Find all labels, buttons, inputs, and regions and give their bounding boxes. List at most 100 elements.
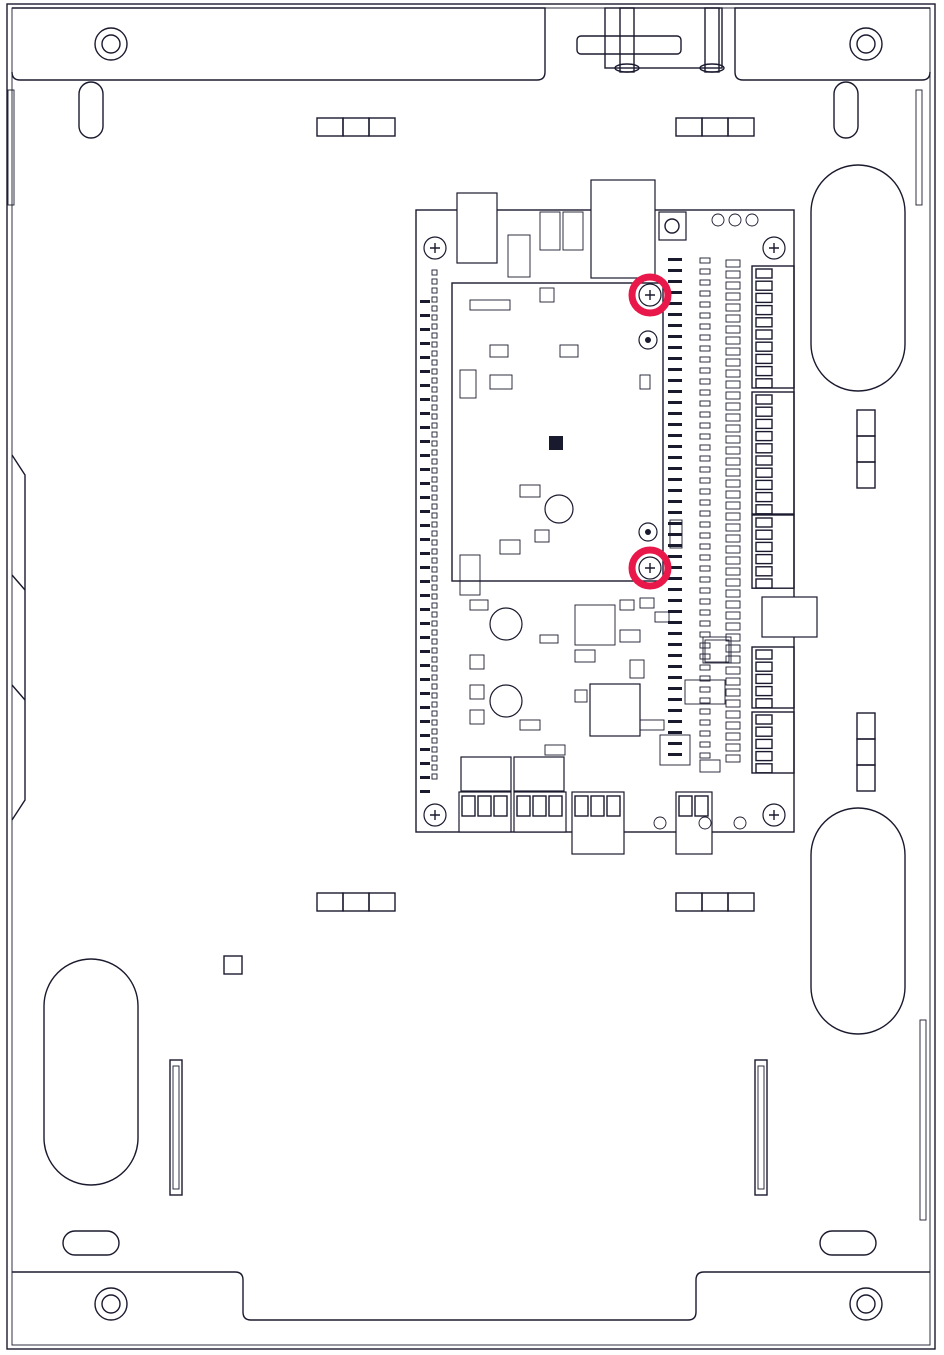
mounting-hole-inner bbox=[101, 1294, 121, 1314]
smd-component bbox=[725, 446, 741, 455]
smd-component bbox=[699, 631, 711, 638]
terminal-screw bbox=[532, 795, 547, 817]
tab-cutout bbox=[856, 435, 876, 463]
smd-component bbox=[699, 378, 711, 385]
terminal-screw bbox=[755, 491, 773, 503]
component bbox=[574, 649, 596, 663]
smd-component bbox=[725, 523, 741, 532]
tab-cutout bbox=[675, 117, 703, 137]
smd-component bbox=[420, 440, 430, 443]
component-pad bbox=[431, 521, 438, 528]
capacitor-2 bbox=[489, 684, 523, 718]
component-pad bbox=[431, 431, 438, 438]
smd-component bbox=[725, 589, 741, 598]
mounting-hole bbox=[94, 27, 128, 61]
latch-mechanism bbox=[576, 7, 725, 73]
smd-component bbox=[668, 357, 682, 360]
component-pad bbox=[431, 611, 438, 618]
smd-component bbox=[668, 478, 682, 481]
component bbox=[489, 344, 509, 358]
screw-cross bbox=[769, 810, 779, 820]
smd-component bbox=[725, 633, 741, 642]
terminal-screw bbox=[755, 406, 773, 417]
component-pad bbox=[431, 584, 438, 591]
relay-2 bbox=[513, 756, 565, 792]
component-pad bbox=[431, 314, 438, 321]
smd-component bbox=[725, 391, 741, 400]
smd-component bbox=[699, 356, 711, 363]
smd-component bbox=[668, 324, 682, 327]
smd-component bbox=[420, 552, 430, 555]
smd-component bbox=[420, 678, 430, 681]
led-indicator bbox=[653, 816, 667, 830]
led-indicator bbox=[745, 213, 759, 227]
component-pad bbox=[431, 629, 438, 636]
smd-component bbox=[725, 545, 741, 554]
smd-component bbox=[668, 599, 682, 602]
terminal-block bbox=[675, 791, 713, 855]
smd-component bbox=[668, 313, 682, 316]
rail bbox=[754, 1059, 768, 1196]
component-pad bbox=[431, 305, 438, 312]
smd-component bbox=[725, 721, 741, 730]
mounting-hole-inner bbox=[856, 1294, 876, 1314]
tab-cutout bbox=[316, 892, 344, 912]
smd-component bbox=[699, 609, 711, 616]
smd-component bbox=[725, 710, 741, 719]
smd-component bbox=[668, 467, 682, 470]
smd-component bbox=[725, 479, 741, 488]
smd-component bbox=[668, 577, 682, 580]
terminal-screw bbox=[755, 394, 773, 405]
component-pad bbox=[431, 683, 438, 690]
component-pad bbox=[431, 602, 438, 609]
terminal-block bbox=[751, 391, 795, 515]
smd-component bbox=[668, 280, 682, 283]
terminal-screw bbox=[755, 467, 773, 478]
terminal-block bbox=[571, 791, 625, 855]
component bbox=[699, 759, 721, 773]
smd-component bbox=[699, 488, 711, 495]
smd-component bbox=[420, 412, 430, 415]
smd-component bbox=[725, 567, 741, 576]
smd-component bbox=[699, 400, 711, 407]
pin-header-block bbox=[456, 192, 498, 264]
smd-component bbox=[668, 258, 682, 261]
component-pad bbox=[431, 476, 438, 483]
smd-component bbox=[668, 687, 682, 690]
smd-component bbox=[668, 665, 682, 668]
smd-component bbox=[668, 302, 682, 305]
smd-component bbox=[725, 259, 741, 268]
processor-chip bbox=[549, 436, 563, 450]
smd-component bbox=[420, 482, 430, 485]
terminal-screw bbox=[755, 553, 773, 565]
terminal-screw bbox=[755, 517, 773, 528]
smd-component bbox=[725, 303, 741, 312]
smd-component bbox=[668, 753, 682, 756]
inductor bbox=[589, 683, 641, 737]
rail-inner bbox=[757, 1065, 765, 1190]
terminal-screw bbox=[590, 795, 605, 817]
terminal-block bbox=[751, 265, 795, 389]
component bbox=[499, 539, 521, 555]
smd-component bbox=[668, 731, 682, 734]
smd-component bbox=[668, 291, 682, 294]
terminal-screw bbox=[755, 455, 773, 466]
smd-component bbox=[725, 281, 741, 290]
component-pad bbox=[431, 764, 438, 771]
smd-component bbox=[699, 620, 711, 627]
smd-component bbox=[699, 444, 711, 451]
tab-cutout bbox=[701, 117, 729, 137]
tab-cutout bbox=[342, 892, 370, 912]
terminal-screw bbox=[678, 795, 693, 817]
smd-component bbox=[668, 445, 682, 448]
smd-component bbox=[668, 709, 682, 712]
component-pad bbox=[431, 368, 438, 375]
terminal-screw bbox=[755, 673, 773, 685]
terminal-screw bbox=[755, 418, 773, 430]
component bbox=[669, 519, 683, 549]
smd-component bbox=[725, 468, 741, 477]
connector-header bbox=[507, 234, 531, 278]
side-latch bbox=[11, 454, 26, 821]
smd-component bbox=[668, 555, 682, 558]
smd-component bbox=[725, 402, 741, 411]
